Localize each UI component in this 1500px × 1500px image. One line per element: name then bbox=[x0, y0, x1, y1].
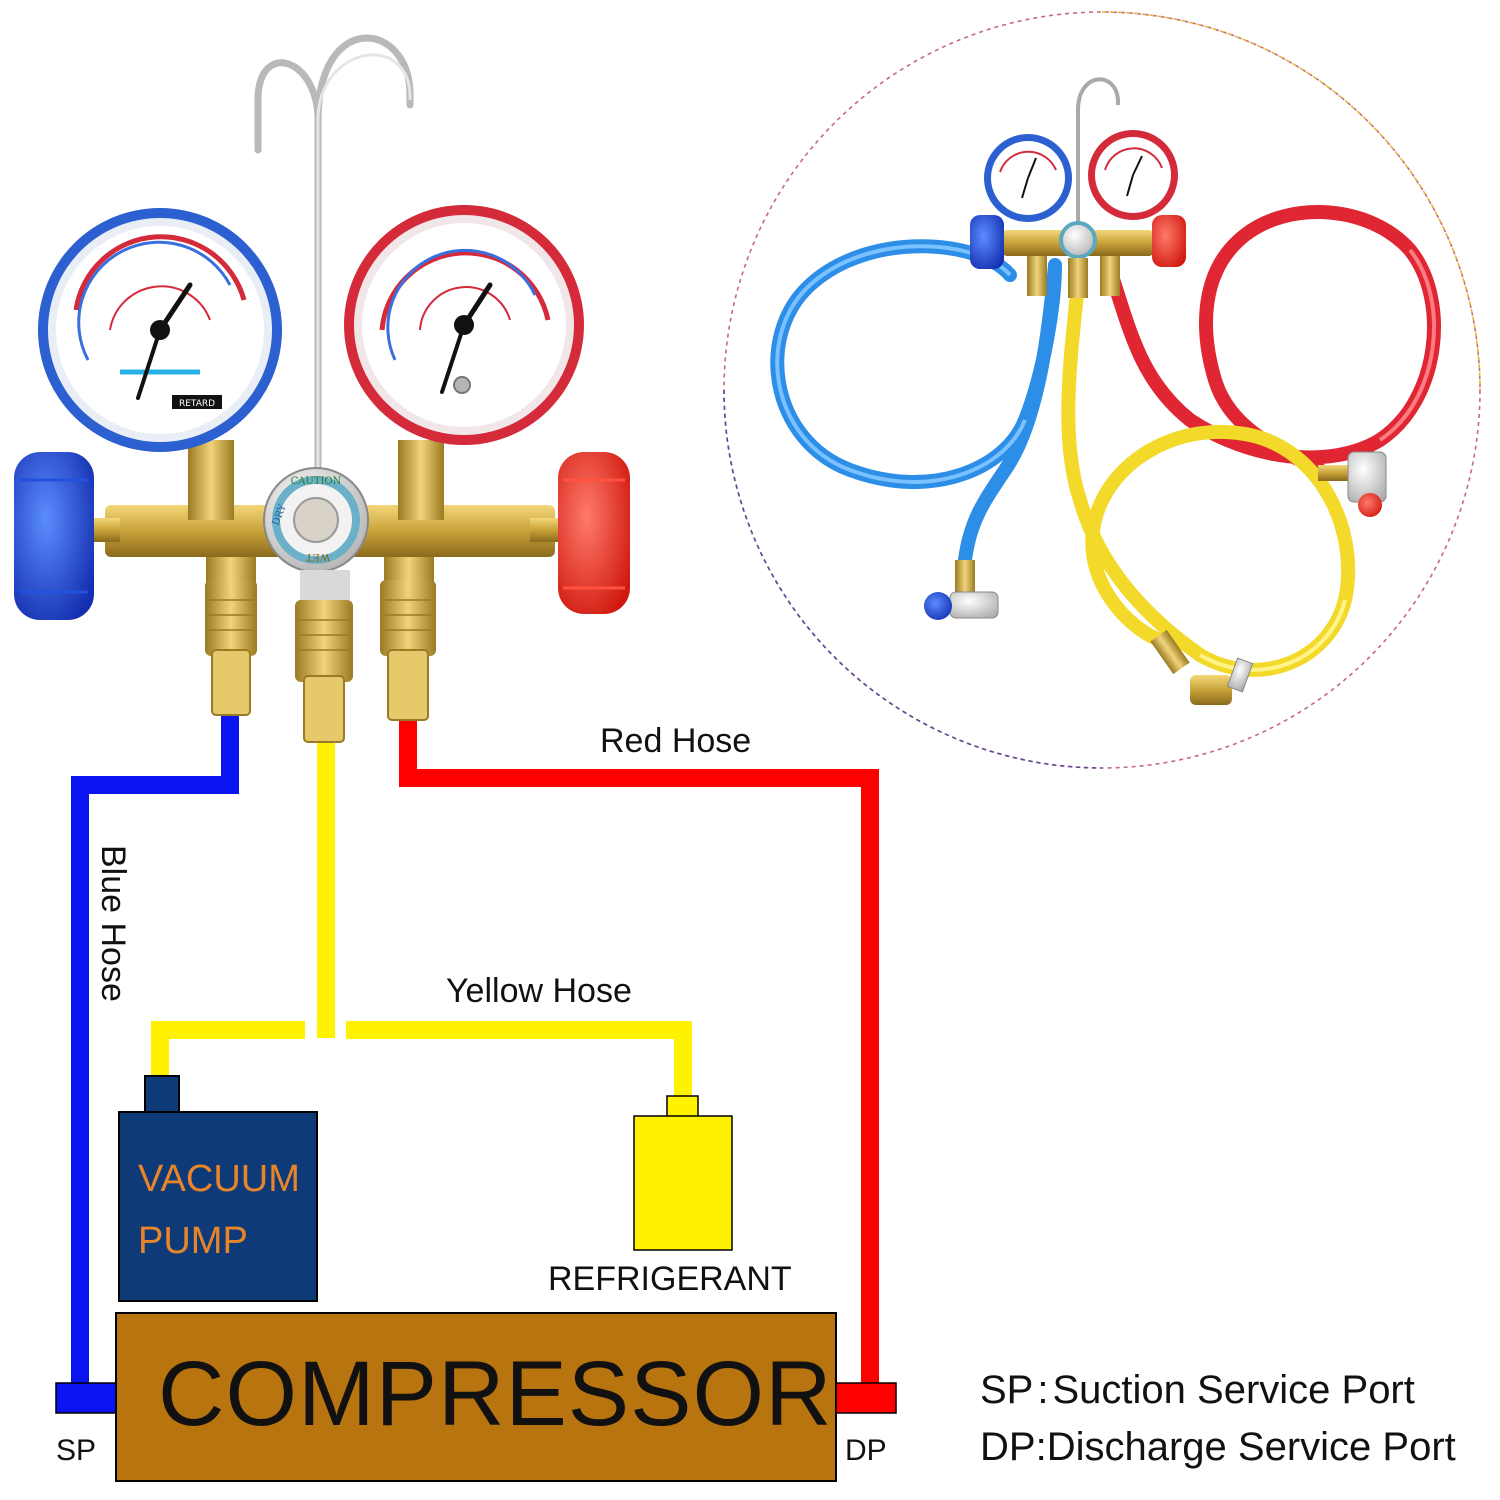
refrigerant-label: REFRIGERANT bbox=[548, 1260, 792, 1298]
port-legend: SP:Suction Service Port DP:Discharge Ser… bbox=[980, 1368, 1456, 1470]
low-pressure-gauge: RETARD bbox=[38, 208, 282, 452]
high-side-knob bbox=[558, 452, 630, 614]
legend-dp-sep: : bbox=[1035, 1425, 1047, 1469]
yellow-hose-left-branch bbox=[151, 1021, 305, 1080]
legend-dp: DP:Discharge Service Port bbox=[980, 1425, 1456, 1470]
manifold-gauge-illustration: CAUTION DRY WET bbox=[14, 34, 630, 743]
blue-hose-label: Blue Hose bbox=[94, 845, 132, 1002]
vacuum-pump-label: VACUUM PUMP bbox=[138, 1148, 300, 1272]
legend-sp-sep: : bbox=[1037, 1368, 1049, 1412]
low-side-knob bbox=[14, 452, 94, 620]
refrigerant-tank bbox=[633, 1095, 733, 1251]
vacuum-pump bbox=[118, 1075, 318, 1302]
legend-sp-text: Suction Service Port bbox=[1052, 1368, 1415, 1412]
yellow-hose-label: Yellow Hose bbox=[446, 972, 632, 1010]
inset-blue-hose bbox=[770, 239, 1062, 567]
sp-label: SP bbox=[56, 1434, 97, 1467]
compressor-label: COMPRESSOR bbox=[158, 1343, 833, 1445]
high-pressure-gauge bbox=[344, 205, 584, 445]
legend-sp-abbr: SP bbox=[980, 1368, 1034, 1412]
inset-dashed-circle bbox=[723, 11, 1481, 769]
red-hose-label: Red Hose bbox=[600, 722, 752, 760]
inset-yellow-valve bbox=[1150, 629, 1254, 705]
hose-routing bbox=[71, 715, 879, 1388]
manifold-ports bbox=[205, 557, 436, 743]
inset-red-coupler bbox=[1318, 451, 1387, 517]
legend-dp-text: Discharge Service Port bbox=[1046, 1425, 1456, 1469]
sight-glass: CAUTION DRY WET bbox=[263, 467, 369, 573]
manifold-set-inset bbox=[723, 11, 1481, 769]
legend-dp-abbr: DP bbox=[980, 1425, 1036, 1469]
blue-hose-line bbox=[71, 715, 239, 1388]
dp-label: DP bbox=[845, 1434, 887, 1467]
dp-port bbox=[835, 1382, 897, 1414]
legend-sp: SP:Suction Service Port bbox=[980, 1368, 1456, 1413]
sight-glass-wet: WET bbox=[306, 551, 331, 562]
inset-blue-coupler bbox=[924, 560, 999, 620]
sp-port bbox=[55, 1382, 117, 1414]
yellow-hose-right-branch bbox=[346, 1021, 692, 1098]
red-hose-line bbox=[399, 720, 879, 1388]
sight-glass-caution: CAUTION bbox=[291, 476, 342, 487]
vacuum-pump-line2: PUMP bbox=[138, 1220, 248, 1262]
low-gauge-retard: RETARD bbox=[179, 399, 215, 409]
vacuum-pump-line1: VACUUM bbox=[138, 1158, 300, 1200]
compressor bbox=[55, 1312, 897, 1482]
